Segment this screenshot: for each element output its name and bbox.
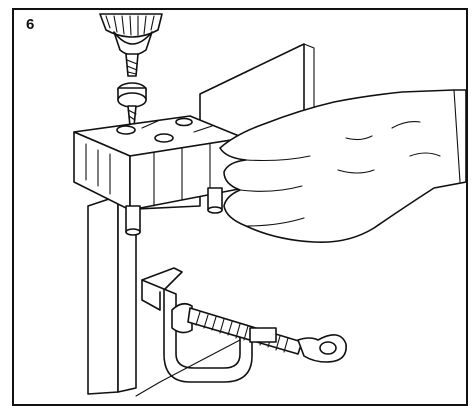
step-illustration: [73, 13, 466, 397]
dowel-jig-icon: [73, 115, 245, 236]
drill-chuck-icon: [99, 13, 163, 127]
c-clamp-icon: [141, 267, 347, 383]
step-number: 6: [24, 16, 37, 33]
tabletop-edge: [135, 339, 241, 397]
hand-icon: [219, 89, 466, 244]
instruction-frame: 6: [12, 8, 468, 406]
